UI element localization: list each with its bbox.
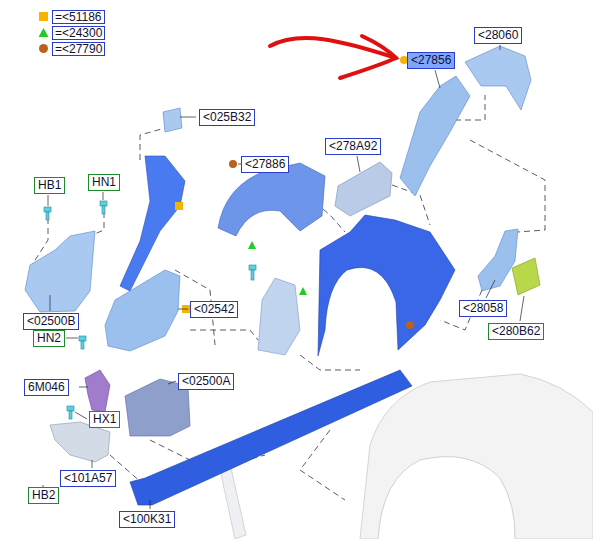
callout-box: <27856 <box>407 52 455 69</box>
callout-box: <278A92 <box>325 138 381 155</box>
pillar-piece <box>258 278 300 355</box>
callout-box: HN2 <box>33 330 65 347</box>
lower-panel <box>105 270 180 351</box>
hinge-plate <box>50 422 110 462</box>
highlight-arrow-head <box>340 36 396 78</box>
callout-box: <28058 <box>459 300 507 317</box>
callout-box: <27886 <box>241 156 289 173</box>
callout-box: <025B32 <box>199 109 255 126</box>
legend-swatch <box>39 12 48 21</box>
callout-box: 6M046 <box>24 379 69 396</box>
latch-part <box>85 370 110 412</box>
fasteners <box>39 201 256 503</box>
part-symbols <box>175 56 414 329</box>
part-number: <100K31 <box>123 512 171 526</box>
callout-box: <02500A <box>178 373 234 390</box>
legend-swatch <box>39 28 49 37</box>
wheel-opening <box>378 457 515 539</box>
c-pillar <box>400 76 470 196</box>
highlight-arrow <box>270 38 396 58</box>
callout-box: HB2 <box>28 487 59 504</box>
legend-swatch-frame <box>38 27 49 38</box>
part-number: <28060 <box>478 28 518 42</box>
callout-box: <280B62 <box>488 323 544 340</box>
arch-panel <box>218 163 325 236</box>
part-number: <101A57 <box>64 471 112 485</box>
legend-swatch <box>39 44 48 53</box>
small-bracket <box>163 108 182 132</box>
pad <box>512 258 540 295</box>
part-number: HN1 <box>92 175 116 189</box>
legend-swatch-frame <box>38 43 49 54</box>
upper-bracket <box>465 46 531 110</box>
callout-box: <100K31 <box>119 511 175 528</box>
part-number: <27886 <box>245 157 285 171</box>
quarter-panel <box>360 374 593 539</box>
part-number: <280B62 <box>492 324 540 338</box>
part-number: HX1 <box>93 412 116 426</box>
b-pillar-inner <box>120 156 185 291</box>
callout-box: <02500B <box>23 313 79 330</box>
rear-bracket <box>478 229 518 291</box>
callout-box: HX1 <box>89 411 120 428</box>
legend-swatch-frame <box>38 11 49 22</box>
part-number: <02500A <box>182 374 230 388</box>
callout-box: <02542 <box>190 301 238 318</box>
leader-lines <box>43 45 524 509</box>
part-number: HB2 <box>32 488 55 502</box>
legend-row: =<24300 <box>38 26 158 40</box>
part-number: <278A92 <box>329 139 377 153</box>
part-number: <27856 <box>411 53 451 67</box>
part-number: <025B32 <box>203 110 251 124</box>
part-number: <02500B <box>27 314 75 328</box>
part-number: <02542 <box>194 302 234 316</box>
inner-panel <box>25 231 95 312</box>
part-number: HB1 <box>38 178 61 192</box>
legend-text: =<24300 <box>52 26 105 40</box>
callout-box: <101A57 <box>60 470 116 487</box>
reinforcement <box>335 162 392 216</box>
legend-text: =<51186 <box>52 10 105 24</box>
legend-text: =<27790 <box>52 42 105 56</box>
legend-row: =<51186 <box>38 10 158 24</box>
wheelhouse <box>318 215 455 356</box>
part-number: 6M046 <box>28 380 65 394</box>
callout-box: <28060 <box>474 27 522 44</box>
callout-box: HN1 <box>88 174 120 191</box>
part-number: <28058 <box>463 301 503 315</box>
legend-row: =<27790 <box>38 42 158 56</box>
callout-box: HB1 <box>34 177 65 194</box>
part-number: HN2 <box>37 331 61 345</box>
